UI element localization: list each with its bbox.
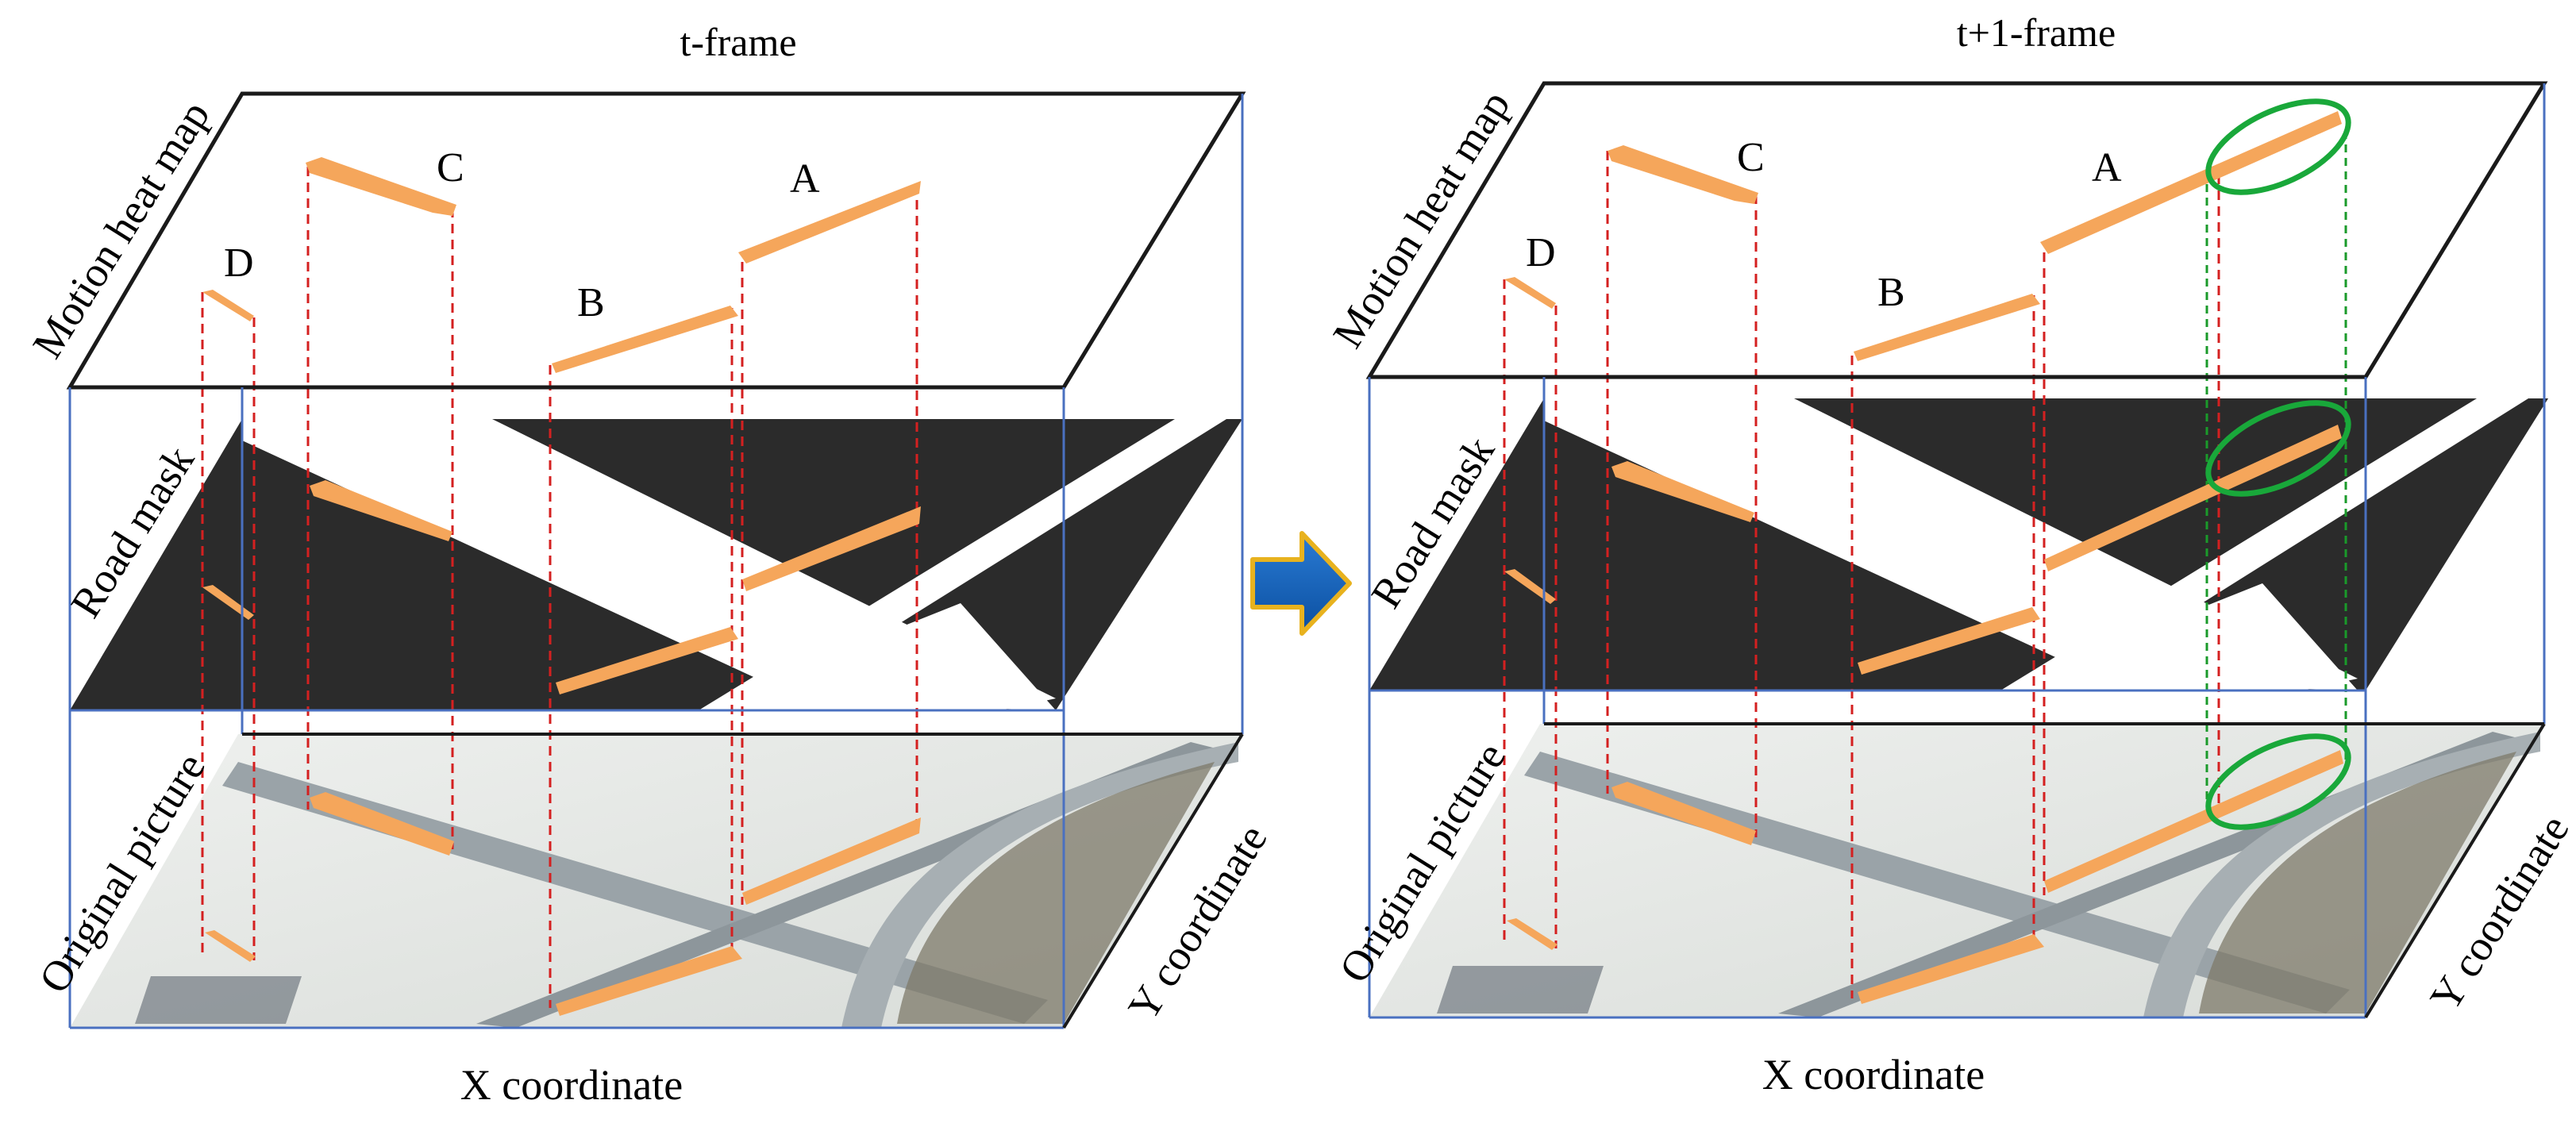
road-mask-road <box>2000 398 2528 690</box>
highlight-ellipse <box>2205 400 2351 497</box>
vehicle-b-heat <box>552 306 738 373</box>
vehicle-label-a: A <box>2092 145 2122 190</box>
vehicle-d-photo <box>1507 918 1558 950</box>
box-frame <box>1365 81 2548 1019</box>
vehicle-b-mask <box>556 627 738 694</box>
vehicle-c-mask <box>1611 461 1754 522</box>
vehicle-label-b: B <box>577 280 605 325</box>
x-axis-label: X coordinate <box>460 1061 683 1109</box>
satellite-road <box>1524 752 2350 1014</box>
satellite-buildings <box>1437 966 1604 1014</box>
right-arrow-icon <box>1250 531 1352 636</box>
vehicle-b-photo <box>556 946 742 1016</box>
panel-t-frame: t-frame <box>23 20 1276 1109</box>
road-mask-road <box>2183 583 2358 690</box>
vehicle-c-photo <box>310 792 454 856</box>
highlight-ellipse <box>2205 733 2351 830</box>
vehicle-c-heat <box>306 157 456 216</box>
satellite-road <box>2143 732 2540 1017</box>
vehicle-c-heat <box>1608 145 1758 204</box>
x-axis-label: X coordinate <box>1762 1051 1985 1098</box>
road-mask-vehicles <box>1504 425 2342 675</box>
vehicle-a-photo <box>742 817 921 905</box>
vehicle-a-heat <box>738 181 921 263</box>
motion-heat-map-vehicles <box>202 157 921 373</box>
road-mask-vehicles <box>202 480 921 694</box>
vehicle-label-d: D <box>224 240 254 286</box>
vehicle-b-photo <box>1858 934 2044 1004</box>
vehicle-b-heat <box>1854 294 2040 361</box>
satellite-buildings <box>135 976 302 1024</box>
panel-t1-frame: t+1-frame <box>1323 10 2576 1098</box>
highlight-ellipses <box>2205 98 2351 830</box>
vehicle-d-photo <box>205 930 256 962</box>
layer-label-motion: Motion heat map <box>23 93 218 367</box>
layer-label-motion: Motion heat map <box>1323 83 1519 356</box>
vehicle-label-b: B <box>1877 270 1905 315</box>
satellite-vegetation <box>2199 752 2516 1014</box>
satellite-road <box>222 762 1048 1024</box>
vehicle-label-a: A <box>790 156 820 202</box>
vehicle-a-mask <box>742 506 921 591</box>
vehicle-a-photo <box>2044 750 2343 893</box>
vehicle-label-c: C <box>437 145 464 190</box>
vehicle-a-heat <box>2040 111 2342 254</box>
vehicle-c-mask <box>310 480 452 541</box>
panel-title: t+1-frame <box>1957 10 2116 55</box>
vehicle-label-d: D <box>1526 230 1556 275</box>
original-picture-vehicles <box>205 792 921 1016</box>
vehicle-c-photo <box>1611 782 1756 845</box>
frame-edge <box>2364 722 2546 1019</box>
vehicle-d-heat <box>202 290 254 321</box>
panel-title: t-frame <box>680 20 796 64</box>
vehicle-d-heat <box>1504 277 1556 309</box>
satellite-road <box>841 742 1238 1028</box>
satellite-vegetation <box>897 762 1215 1024</box>
vehicle-b-mask <box>1858 607 2040 675</box>
vehicle-a-mask <box>2044 425 2342 571</box>
original-picture-vehicles <box>1507 750 2343 1004</box>
vehicle-label-c: C <box>1737 135 1765 180</box>
road-mask-layer <box>70 419 1242 710</box>
frame-edge <box>1062 733 1244 1029</box>
road-mask-road <box>699 419 1226 710</box>
highlight-ellipse <box>2205 98 2351 195</box>
road-mask-layer <box>1369 398 2548 690</box>
box-frame <box>66 91 1246 1029</box>
road-mask-road <box>881 603 1056 710</box>
motion-heat-map-vehicles <box>1504 111 2342 361</box>
